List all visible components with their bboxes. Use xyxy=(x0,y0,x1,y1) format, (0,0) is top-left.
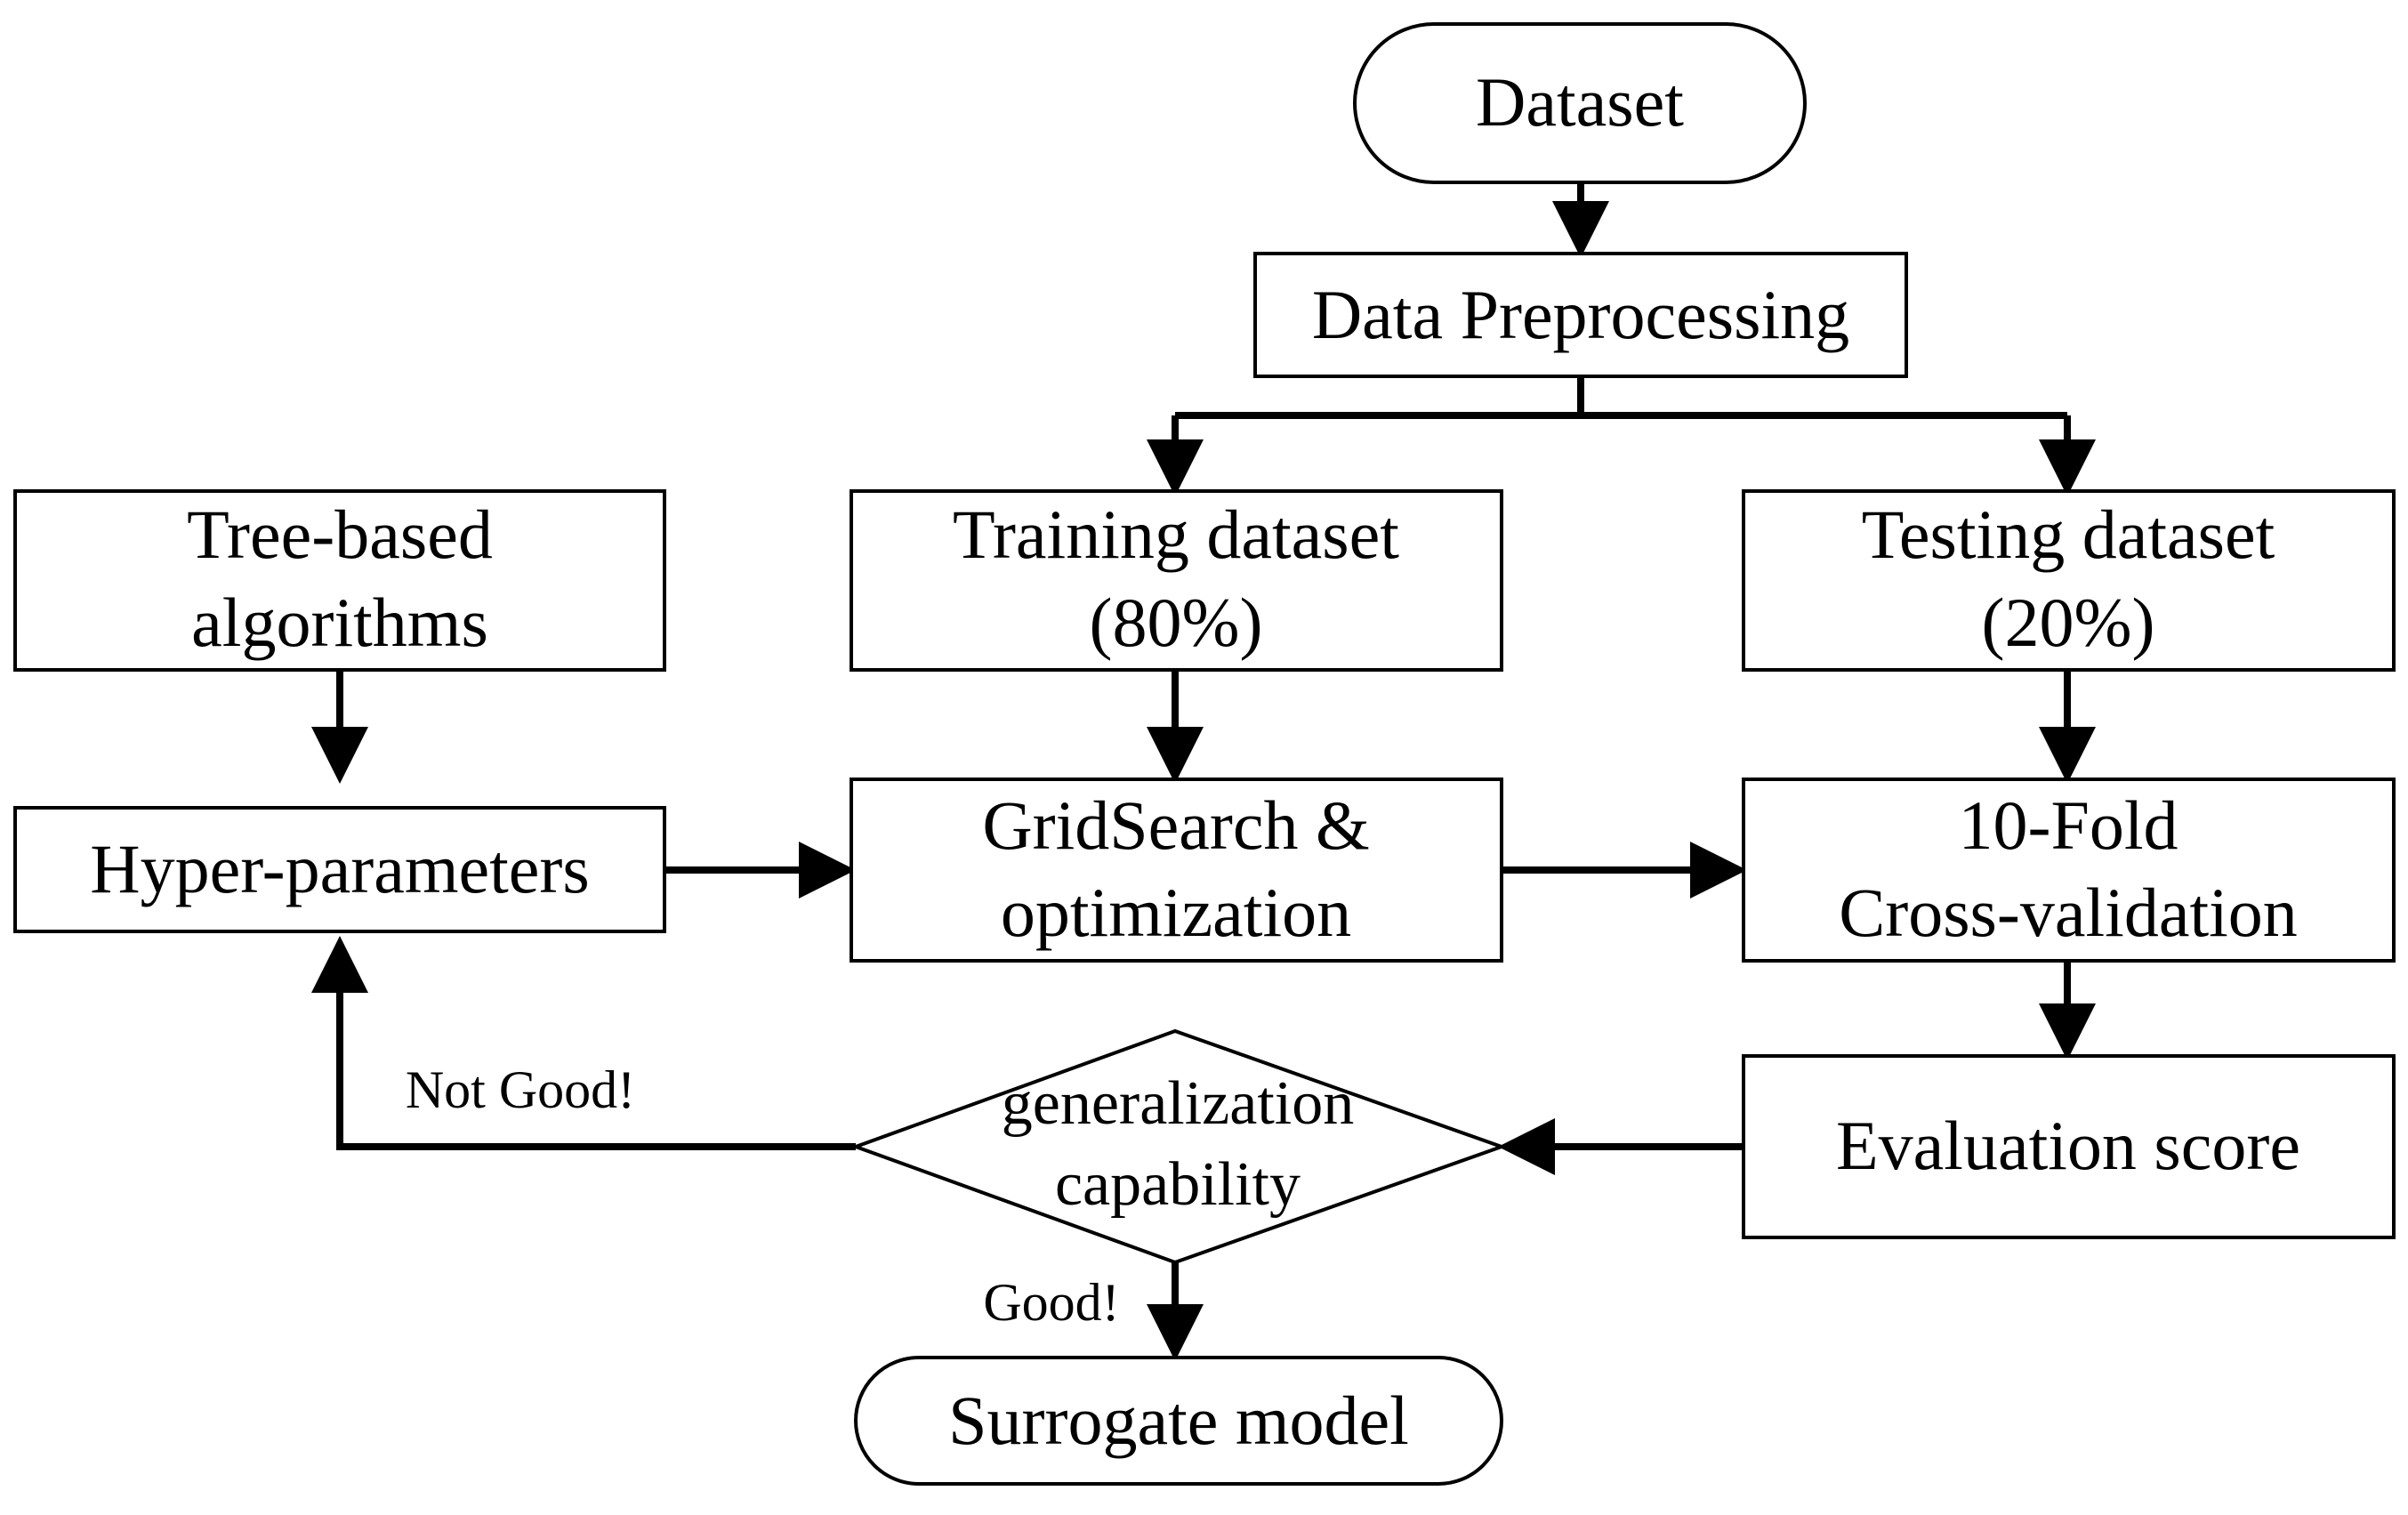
crossval-label-line2: Cross-validation xyxy=(1839,874,2298,951)
process-box xyxy=(1253,252,1908,378)
node-hyperparams: Hyper-parameters xyxy=(13,806,666,933)
edge-decision-hyperparams xyxy=(311,936,856,1150)
process-box xyxy=(850,778,1503,963)
dataset-label: Dataset xyxy=(1476,63,1684,141)
process-box xyxy=(13,489,666,672)
node-tree-based: Tree-based algorithms xyxy=(13,489,666,672)
crossval-label-line1: 10-Fold xyxy=(1958,786,2178,864)
node-dataset: Dataset xyxy=(1353,22,1807,184)
generalization-label-line1: generalization xyxy=(1002,1069,1354,1138)
condition-not-good-label: Not Good! xyxy=(406,1060,635,1119)
condition-good-label: Good! xyxy=(983,1273,1119,1332)
gridsearch-label-line1: GridSearch & xyxy=(982,786,1369,864)
tree-based-label-line2: algorithms xyxy=(191,584,488,661)
node-generalization: generalization capability xyxy=(850,1028,1507,1265)
generalization-label-line2: capability xyxy=(1055,1150,1301,1219)
process-box xyxy=(1742,778,2396,963)
testing-label-line2: (20%) xyxy=(1982,584,2155,661)
process-box xyxy=(13,806,666,933)
surrogate-label: Surrogate model xyxy=(948,1382,1409,1459)
process-box xyxy=(850,489,1503,672)
tree-based-label-line1: Tree-based xyxy=(187,496,493,573)
node-preprocessing: Data Preprocessing xyxy=(1253,252,1908,378)
gridsearch-label-line2: optimization xyxy=(1001,874,1351,951)
decision-diamond xyxy=(850,1028,1507,1265)
hyperparams-label: Hyper-parameters xyxy=(90,830,589,907)
preprocessing-label: Data Preprocessing xyxy=(1312,276,1849,353)
node-gridsearch: GridSearch & optimization xyxy=(850,778,1503,963)
node-training: Training dataset (80%) xyxy=(850,489,1503,672)
testing-label-line1: Testing dataset xyxy=(1862,496,2275,573)
edges xyxy=(311,182,2096,1361)
evaluation-label: Evaluation score xyxy=(1836,1107,2300,1184)
node-surrogate: Surrogate model xyxy=(854,1356,1503,1486)
node-evaluation: Evaluation score xyxy=(1742,1054,2396,1239)
training-label-line2: (80%) xyxy=(1090,584,1263,661)
process-box xyxy=(1742,489,2396,672)
training-label-line1: Training dataset xyxy=(953,496,1399,573)
terminal-shape xyxy=(854,1356,1503,1486)
process-box xyxy=(1742,1054,2396,1239)
terminal-shape xyxy=(1353,22,1807,184)
node-crossval: 10-Fold Cross-validation xyxy=(1742,778,2396,963)
node-testing: Testing dataset (20%) xyxy=(1742,489,2396,672)
